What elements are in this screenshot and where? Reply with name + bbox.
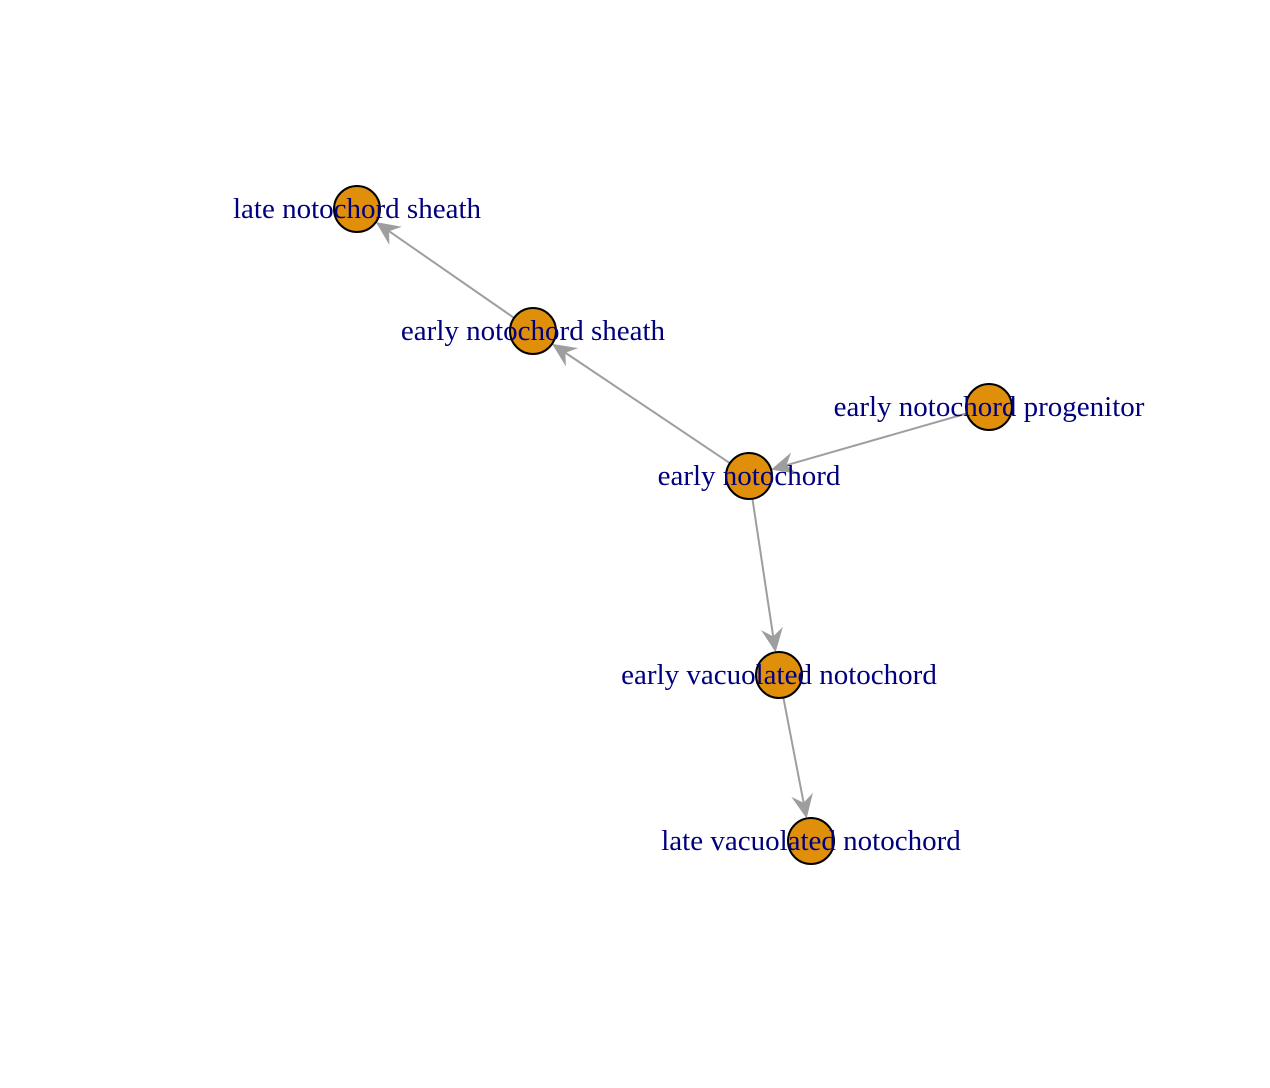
node-label-late-notochord-sheath: late notochord sheath	[233, 193, 482, 225]
arrowhead-icon	[552, 343, 579, 367]
node-early-notochord-progenitor	[965, 383, 1013, 431]
edge-line	[388, 230, 515, 319]
edge-early-notochord-to-early-vacuolated-notochord	[751, 498, 783, 653]
edge-early-notochord-progenitor-to-early-notochord	[771, 412, 968, 474]
node-late-notochord-sheath	[333, 185, 381, 233]
node-label-late-vacuolated-notochord: late vacuolated notochord	[661, 825, 961, 857]
edge-line	[786, 412, 968, 467]
node-label-early-notochord-sheath: early notochord sheath	[401, 315, 666, 347]
node-label-early-vacuolated-notochord: early vacuolated notochord	[621, 659, 937, 691]
arrowhead-icon	[791, 792, 813, 819]
arrowhead-icon	[771, 452, 798, 474]
labels-layer: late notochord sheath early notochord she…	[233, 193, 1145, 857]
node-early-vacuolated-notochord	[755, 651, 803, 699]
edge-early-notochord-to-early-notochord-sheath	[552, 343, 731, 465]
edge-line	[782, 697, 805, 803]
edge-early-vacuolated-notochord-to-late-vacuolated-notochord	[782, 697, 813, 819]
edges-layer	[375, 222, 968, 819]
edge-early-notochord-sheath-to-late-notochord-sheath	[375, 222, 515, 319]
node-label-early-notochord: early notochord	[658, 460, 841, 492]
node-late-vacuolated-notochord	[787, 817, 835, 865]
node-label-early-notochord-progenitor: early notochord progenitor	[834, 391, 1145, 423]
edge-line	[751, 498, 775, 637]
node-early-notochord	[725, 452, 773, 500]
arrowhead-icon	[375, 222, 402, 245]
node-early-notochord-sheath	[509, 307, 557, 355]
arrowhead-icon	[761, 626, 783, 653]
nodes-layer	[333, 185, 1013, 865]
edge-line	[564, 351, 731, 465]
